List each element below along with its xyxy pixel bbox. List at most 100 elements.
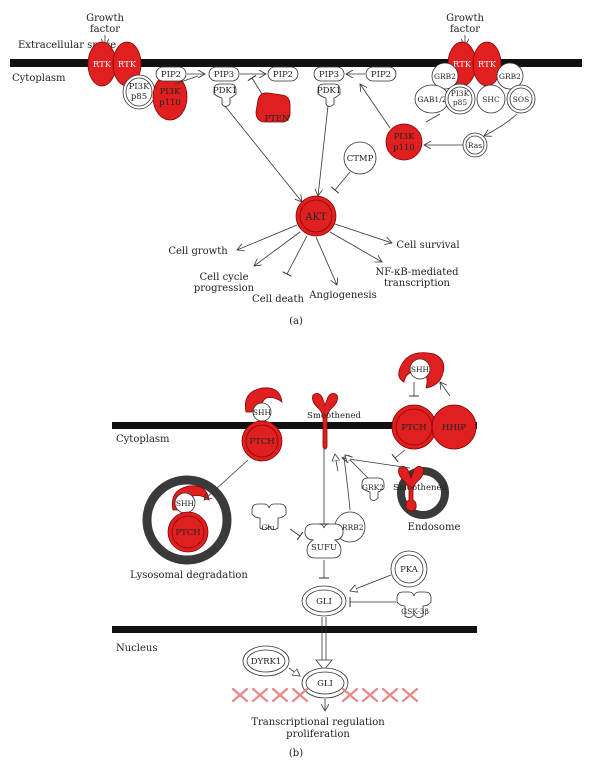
growth-factor-right-line2: factor (450, 24, 480, 35)
hhip (431, 404, 477, 450)
pi3k-p110-right (385, 123, 423, 161)
pdk1-right (317, 83, 341, 107)
sos (506, 84, 536, 114)
cell-growth-label: Cell growth (168, 246, 228, 257)
growth-factor-left-line2: factor (90, 24, 120, 35)
pi3k-p85-left-label2: p85 (131, 92, 147, 102)
membrane-a (10, 59, 582, 67)
gsk3b (396, 591, 432, 618)
rtk-left-2-label: RTK (118, 60, 137, 70)
shc-label: SHC (482, 95, 500, 104)
sufu-label: SUFU (311, 543, 337, 553)
smoothened-label-endo: Smoothened (393, 483, 448, 493)
rtk-right-1-label: RTK (453, 60, 472, 70)
pten (255, 92, 291, 123)
pip3-left (208, 66, 240, 82)
ptch-right-label: PTCH (401, 423, 426, 433)
cytoplasm-label-b: Cytoplasm (116, 434, 170, 445)
growth-factor-right-line1: Growth (446, 13, 484, 24)
pdk1-left (213, 83, 237, 107)
nuclear-membrane (112, 626, 477, 633)
pi3k-p85-right-label1: PI3K (451, 89, 470, 98)
transcription-label1: Transcriptional regulation (251, 717, 385, 728)
gsk3b-label: GSK-3β (401, 607, 429, 616)
membrane-b (112, 422, 477, 429)
cell-survival-label: Cell survival (396, 240, 459, 251)
extracellular-label: Extracellular space (18, 40, 116, 51)
pka-label: PKA (400, 565, 419, 575)
akt-label: AKT (304, 212, 327, 223)
shh-ptch-bound (244, 387, 283, 413)
dna-strand (231, 687, 419, 703)
pi3k-p85-right (444, 83, 476, 115)
growth-factor-left-line1: Growth (86, 13, 124, 24)
pip3-right-label: PIP3 (319, 70, 339, 80)
rtk-left-1-label: RTK (93, 60, 112, 70)
shh-top (409, 358, 431, 380)
hhip-label: HHIP (442, 423, 466, 433)
lysosome (142, 475, 232, 565)
pip2-mid-label: PIP2 (273, 70, 293, 80)
shh-membrane-label: SHH (253, 408, 272, 417)
pi3k-p110-left-label2: p110 (159, 98, 181, 108)
shc (476, 84, 506, 114)
smoothened-label-top: Smoothened (307, 411, 362, 421)
gli-cytoplasm-label: GLI (316, 597, 332, 607)
grk2-label: GRK2 (362, 483, 384, 492)
gli-nucleus-label: GLI (317, 679, 333, 689)
pi3k-p85-left-label1: PI3K (129, 82, 150, 92)
glu-label: Glu (261, 523, 274, 532)
pi3k-p110-right-label2: p110 (393, 143, 415, 153)
ptch-lyso (167, 511, 209, 553)
cell-death-label: Cell death (252, 294, 304, 305)
pip2-right-label: PIP2 (371, 70, 391, 80)
ptch-membrane (241, 420, 283, 462)
ras-label: Ras (468, 141, 482, 150)
nucleus-label: Nucleus (116, 643, 157, 654)
cell-cycle-label1: Cell cycle (199, 272, 248, 283)
ctmp (343, 141, 377, 175)
gli-nucleus (301, 667, 349, 699)
pdk1-left-label: PDK1 (213, 86, 237, 96)
sos-label: SOS (513, 95, 529, 104)
grb2-right-label: GRB2 (499, 72, 521, 81)
cell-cycle-label2: progression (194, 283, 255, 294)
endosome-label: Endosome (408, 522, 461, 533)
pip2-mid (267, 66, 299, 82)
shh-lyso-label: SHH (176, 499, 195, 508)
pi3k-p110-left-label1: PI3K (160, 87, 181, 97)
nfkb-label1: NF-κB-mediated (375, 267, 459, 278)
dyrk1-label: DYRK1 (251, 657, 282, 667)
smoothened-membrane (312, 393, 338, 450)
pip3-left-label: PIP3 (214, 70, 234, 80)
pip2-left (155, 66, 187, 82)
grb2-left (431, 62, 459, 90)
caption-b: (b) (289, 748, 303, 759)
lysosomal-label: Lysosomal degradation (130, 570, 248, 581)
sufu (304, 523, 344, 559)
panel-b: Cytoplasm Nucleus SHH PTCH Smoothened SH… (112, 352, 477, 759)
transcription-label2: proliferation (286, 729, 350, 740)
angiogenesis-label: Angiogenesis (308, 290, 376, 301)
pip2-right (365, 66, 397, 82)
smoothened-endosome (398, 466, 424, 512)
grb2-left-label: GRB2 (434, 72, 456, 81)
gab12-label: GAB1/2 (418, 95, 447, 104)
ptch-membrane-label: PTCH (249, 437, 274, 447)
akt (295, 195, 337, 237)
shh-top-label: SHH (411, 365, 430, 374)
arrb2-label: ARRB2 (336, 523, 364, 532)
pdk1-right-label: PDK1 (317, 86, 341, 96)
grb2-right (496, 62, 524, 90)
ctmp-label: CTMP (347, 154, 374, 164)
glu (251, 503, 287, 530)
ptch-lyso-label: PTCH (175, 528, 200, 538)
cytoplasm-label-a: Cytoplasm (12, 73, 66, 84)
pi3k-p85-right-label2: p85 (453, 98, 468, 107)
pip2-left-label: PIP2 (161, 70, 181, 80)
pka (390, 550, 428, 588)
rtk-right-2-label: RTK (478, 60, 497, 70)
nfkb-label2: transcription (384, 278, 451, 289)
